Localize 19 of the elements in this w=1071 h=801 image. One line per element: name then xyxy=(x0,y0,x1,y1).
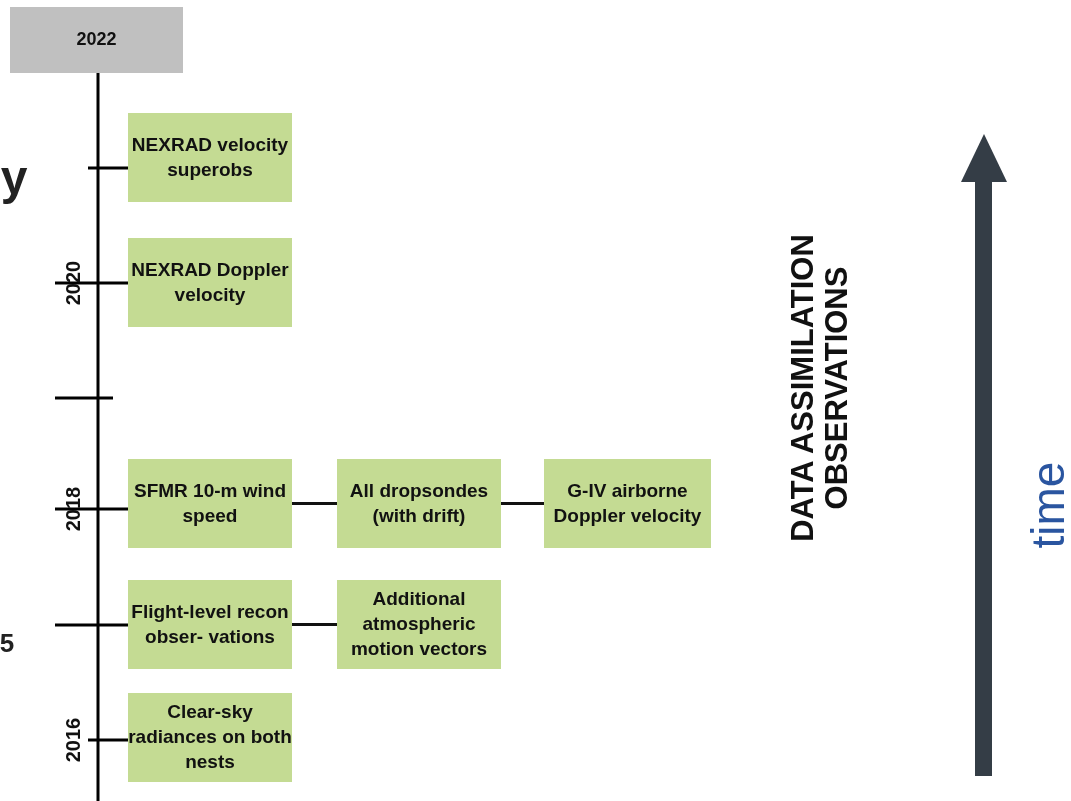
year-header-box: 2022 xyxy=(10,7,183,73)
year-label: 2018 xyxy=(62,486,84,532)
observation-box: NEXRAD velocity superobs xyxy=(128,113,292,202)
fragment-text: y xyxy=(0,151,28,205)
observation-box: Additional atmospheric motion vectors xyxy=(337,580,501,669)
connector-line xyxy=(292,502,337,505)
axis-label: time xyxy=(1022,461,1071,549)
observation-box: Flight-level recon obser- vations xyxy=(128,580,292,669)
fragment-text: 5 xyxy=(0,628,15,658)
observation-box: NEXRAD Doppler velocity xyxy=(128,238,292,327)
year-label: 2020 xyxy=(62,260,84,306)
axis-title: DATA ASSIMILATION OBSERVATIONS xyxy=(785,233,855,544)
year-label: 2016 xyxy=(62,717,84,763)
observation-box: G-IV airborne Doppler velocity xyxy=(544,459,711,548)
observation-box: All dropsondes (with drift) xyxy=(337,459,501,548)
observation-box: Clear-sky radiances on both nests xyxy=(128,693,292,782)
connector-line xyxy=(292,623,337,626)
connector-line xyxy=(501,502,544,505)
observation-box: SFMR 10-m wind speed xyxy=(128,459,292,548)
